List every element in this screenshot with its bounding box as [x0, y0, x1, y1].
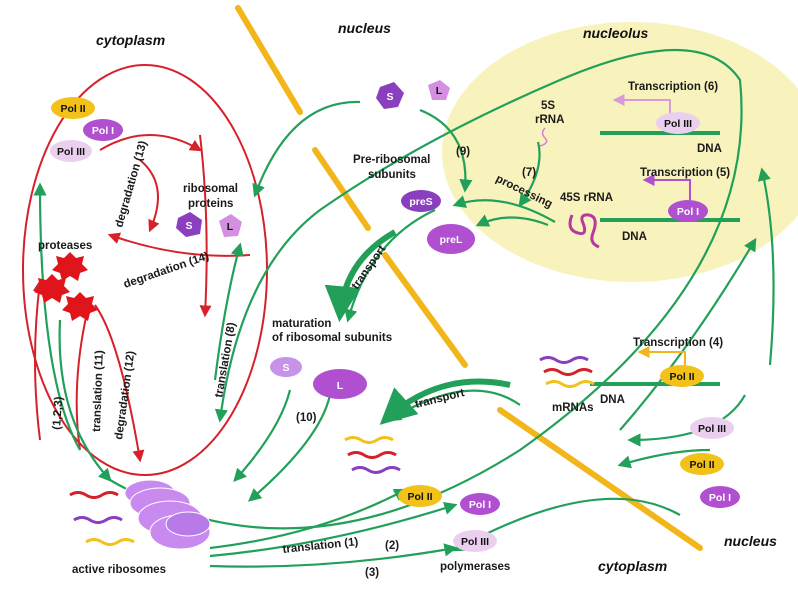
translation-11-label: translation (11): [91, 350, 106, 432]
pol2-cytoplasm-bottom: Pol II: [398, 485, 442, 507]
prel-subunit: preL: [427, 224, 475, 254]
pol2-nucleus: Pol II: [660, 365, 704, 387]
pol1-cytoplasm-bottom: Pol I: [460, 493, 500, 515]
pol3-cytoplasm-top: Pol III: [50, 140, 92, 162]
svg-text:preS: preS: [409, 196, 432, 208]
dna-label-top: DNA: [697, 143, 722, 155]
step-7-label: (7): [522, 167, 536, 179]
mature-large-subunit: L: [313, 369, 367, 399]
svg-text:Pol III: Pol III: [461, 536, 489, 548]
pol3-nucleolus: Pol III: [656, 112, 700, 134]
rrna-5s-label-2: rRNA: [535, 114, 564, 126]
step-3-label: (3): [365, 567, 379, 579]
dna-label-bottom: DNA: [600, 394, 625, 406]
transport-arrow-mid: [379, 378, 511, 425]
mature-small-subunit: S: [270, 357, 302, 377]
pres-subunit: preS: [401, 190, 441, 212]
proteases-stars: [34, 252, 98, 321]
svg-text:Pol III: Pol III: [57, 146, 85, 158]
maturation-label-1: maturation: [272, 318, 331, 330]
translation-1-label: translation (1): [282, 536, 359, 556]
active-ribosomes-cluster: [124, 479, 211, 550]
polymerases-label: polymerases: [440, 561, 510, 573]
rrna-45s-squiggle: [568, 213, 600, 249]
degradation-13-label: degradation (13): [113, 139, 149, 228]
pol1-nucleolus: Pol I: [668, 200, 708, 222]
pol2-cytoplasm-top: Pol II: [51, 97, 95, 119]
svg-text:preL: preL: [440, 234, 463, 246]
transport-label-mid: transport: [414, 387, 466, 411]
svg-text:L: L: [227, 221, 234, 233]
large-subunit-cytoplasm: L: [219, 214, 242, 237]
green-flow-arrows: [33, 49, 775, 568]
transport-arrow-top: [324, 229, 397, 323]
pre-ribosomal-label-1: Pre-ribosomal: [353, 154, 430, 166]
large-subunit-nucleus: L: [428, 80, 450, 100]
nucleus-title-top: nucleus: [338, 20, 391, 36]
ribosomal-proteins-label-2: proteins: [188, 198, 233, 210]
svg-text:L: L: [337, 380, 344, 392]
rrna-5s-label-1: 5S: [541, 100, 555, 112]
mrnas-label: mRNAs: [552, 402, 594, 414]
transcription-4-label: Transcription (4): [633, 337, 723, 349]
pre-ribosomal-label-2: subunits: [368, 169, 416, 181]
svg-text:Pol I: Pol I: [469, 499, 491, 511]
svg-text:Pol II: Pol II: [407, 491, 432, 503]
dna-label-mid: DNA: [622, 231, 647, 243]
pol2-nucleus-right: Pol II: [680, 453, 724, 475]
step-10-label: (10): [296, 412, 317, 424]
svg-text:Pol II: Pol II: [669, 371, 694, 383]
pol3-cytoplasm-bottom: Pol III: [453, 530, 497, 552]
svg-text:Pol III: Pol III: [664, 118, 692, 130]
degradation-14-label: degradation (14): [122, 250, 211, 291]
step-2-label: (2): [385, 540, 399, 552]
svg-text:Pol III: Pol III: [698, 423, 726, 435]
pol3-nucleus-right: Pol III: [690, 417, 734, 439]
svg-text:S: S: [185, 220, 192, 232]
svg-text:Pol I: Pol I: [677, 206, 699, 218]
step-123-label: (1,2,3): [51, 396, 65, 430]
nuclear-membrane: [235, 5, 703, 551]
mrna-squiggles: [69, 356, 595, 546]
svg-text:Pol II: Pol II: [689, 459, 714, 471]
rrna-5s-squiggle: [539, 127, 548, 147]
active-ribosomes-label: active ribosomes: [72, 564, 166, 576]
svg-text:Pol II: Pol II: [60, 103, 85, 115]
step-9-label: (9): [456, 146, 470, 158]
ribosomal-proteins-label-1: ribosomal: [183, 183, 238, 195]
pol1-cytoplasm-top: Pol I: [83, 119, 123, 141]
pol1-nucleus-right: Pol I: [700, 486, 740, 508]
transcription-5-arrow: [642, 174, 691, 200]
cytoplasm-title-top: cytoplasm: [96, 32, 165, 48]
transcription-5-label: Transcription (5): [640, 167, 730, 179]
nucleolus-region: [442, 22, 798, 282]
svg-text:Pol I: Pol I: [709, 492, 731, 504]
small-subunit-cytoplasm: S: [176, 212, 202, 237]
dna-strands: [590, 131, 740, 386]
svg-text:S: S: [386, 91, 393, 103]
nucleus-title-bottom: nucleus: [724, 533, 777, 549]
small-subunit-nucleus: S: [376, 82, 404, 109]
nucleolus-title: nucleolus: [583, 25, 649, 41]
svg-text:S: S: [282, 362, 289, 374]
maturation-label-2: of ribosomal subunits: [272, 332, 392, 344]
svg-text:L: L: [436, 85, 443, 97]
proteases-label: proteases: [38, 240, 92, 252]
transcription-6-label: Transcription (6): [628, 81, 718, 93]
rrna-45s-label: 45S rRNA: [560, 192, 613, 204]
svg-text:Pol I: Pol I: [92, 125, 114, 137]
cytoplasm-title-bottom: cytoplasm: [598, 558, 667, 574]
